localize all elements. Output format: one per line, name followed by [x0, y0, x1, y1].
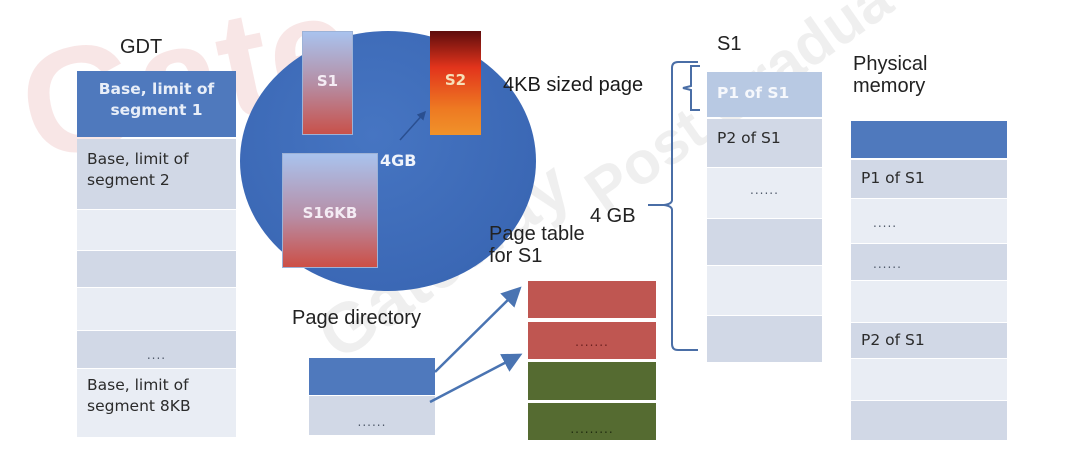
physical-memory-row-3-text: ..... [873, 216, 898, 230]
page-table-row-4-text: ......... [570, 422, 614, 436]
gdt-row-6-text: .... [146, 348, 167, 362]
gdt-row-7: Base, limit of segment 8KB [77, 369, 236, 437]
page-table-row-3 [528, 362, 656, 400]
gdt-row-1: Base, limit of segment 1 [77, 71, 236, 137]
segment-s2-label: S2 [444, 71, 467, 89]
gdt-title: GDT [120, 36, 163, 58]
page-directory-row-2: ...... [309, 396, 435, 435]
gdt-row-4 [77, 251, 236, 287]
physical-memory-row-1 [851, 121, 1007, 158]
s1-page-row-1: P1 of S1 [707, 72, 822, 117]
page-table-row-1 [528, 281, 656, 318]
linear-size-label: 4GB [380, 151, 417, 170]
page-size-bracket [682, 65, 700, 111]
s1-pages-title: S1 [717, 33, 742, 55]
gdt-row-1-text: Base, limit of segment 1 [98, 80, 215, 119]
s1-page-row-3-text: ...... [750, 183, 779, 197]
gdt-row-3 [77, 210, 236, 250]
segment-s16kb-label: S16KB [302, 204, 358, 222]
segment-s2: S2 [430, 31, 481, 135]
physical-memory-row-7 [851, 359, 1007, 400]
total-size-bracket [648, 61, 698, 351]
page-directory-arrow-2 [429, 353, 523, 404]
physical-memory-row-8 [851, 401, 1007, 440]
page-table-title-line1: Page table [489, 223, 585, 245]
segment-s1: S1 [302, 31, 353, 135]
s1-to-s2-arrow [399, 110, 426, 141]
gdt-row-2: Base, limit of segment 2 [77, 139, 236, 209]
s1-page-row-3: ...... [707, 168, 822, 218]
physical-memory-row-3: ..... [851, 199, 1007, 243]
page-table-row-2: ....... [528, 322, 656, 359]
physical-memory-row-4: ...... [851, 244, 1007, 280]
s1-total-size-label: 4 GB [590, 205, 636, 227]
segment-s1-label: S1 [316, 72, 339, 90]
page-table-row-4: ......... [528, 403, 656, 440]
page-table-row-2-text: ....... [575, 335, 609, 349]
physical-memory-row-4-text: ...... [873, 257, 902, 271]
page-table-title-line2: for S1 [489, 245, 543, 267]
gdt-row-7-text: Base, limit of segment 8KB [87, 376, 191, 415]
physical-memory-row-2-text: P1 of S1 [861, 169, 925, 187]
gdt-row-2-text: Base, limit of segment 2 [87, 150, 189, 189]
physical-memory-title-line1: Physical [853, 53, 928, 75]
s1-page-row-2: P2 of S1 [707, 119, 822, 167]
s1-page-row-5 [707, 266, 822, 315]
gdt-row-5 [77, 288, 236, 330]
page-directory-arrow-1 [434, 286, 522, 373]
physical-memory-row-6-text: P2 of S1 [861, 331, 925, 349]
physical-memory-title-line2: memory [853, 75, 926, 97]
segment-s16kb: S16KB [282, 153, 378, 268]
gdt-row-6: .... [77, 331, 236, 368]
physical-memory-row-2: P1 of S1 [851, 160, 1007, 198]
page-directory-title: Page directory [292, 307, 421, 329]
s1-page-row-2-text: P2 of S1 [717, 129, 781, 147]
page-directory-row-1 [309, 358, 435, 395]
page-directory-row-2-text: ...... [357, 415, 387, 429]
s1-page-row-6 [707, 316, 822, 362]
page-size-label: 4KB sized page [503, 74, 644, 96]
s1-page-row-1-text: P1 of S1 [717, 84, 790, 102]
physical-memory-row-5 [851, 281, 1007, 322]
physical-memory-row-6: P2 of S1 [851, 323, 1007, 358]
s1-page-row-4 [707, 219, 822, 265]
